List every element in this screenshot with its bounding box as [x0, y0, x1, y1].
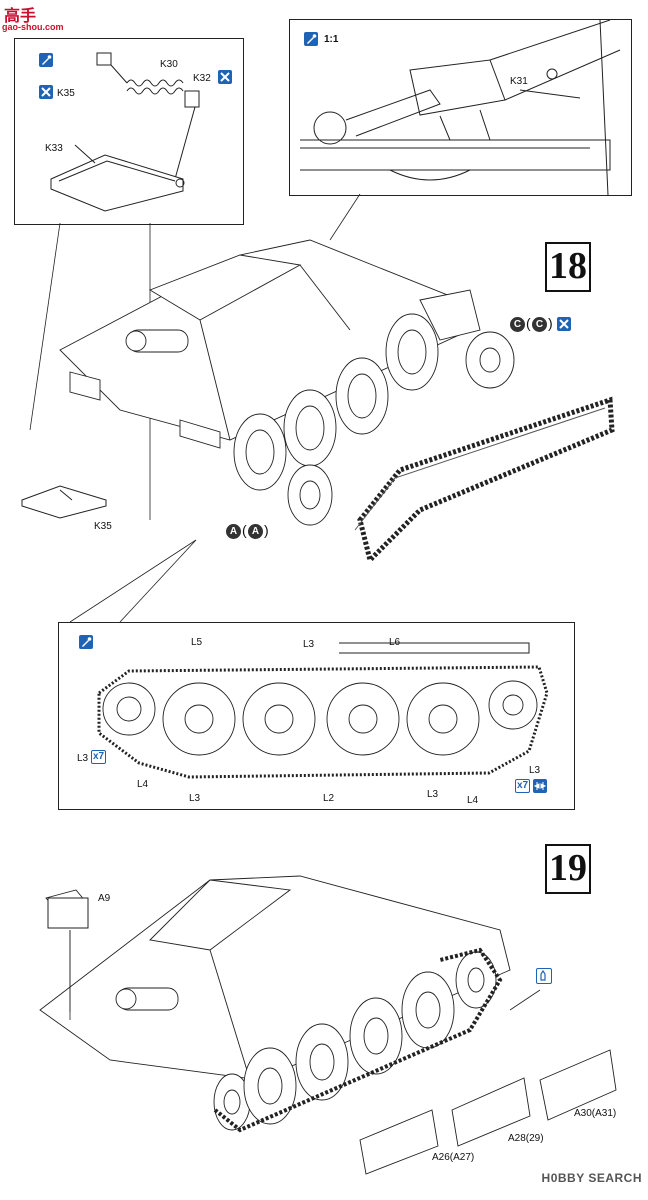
part-label-k33: K35 [57, 88, 75, 99]
wheel-c-marker: C [510, 317, 525, 332]
paren-close: ) [548, 315, 553, 331]
side-skirt-a26 [359, 1109, 439, 1175]
inset-track-assembly: L5 L3 L6 L3 x7 L4 L3 L2 L3 L4 L3 x7 [58, 622, 575, 810]
watermark-brand: H0BBY SEARCH [541, 1171, 642, 1185]
cement-bottle-icon [536, 968, 552, 984]
paren-open: ( [526, 315, 531, 331]
paren-close: ) [264, 522, 269, 538]
paren-open: ( [242, 522, 247, 538]
gun-mount-drawing [300, 20, 621, 195]
flip-side-icon [533, 779, 547, 793]
track-run-drawing [97, 642, 549, 779]
wheel-c-marker-alt: C [532, 317, 547, 332]
step-number-19: 19 [545, 844, 591, 894]
watermark-site: gao-shou.com [2, 22, 64, 32]
vehicle-hull-step19 [39, 875, 617, 1175]
track-label-l3-left: L3 [77, 753, 89, 764]
part-label-k35: K33 [45, 143, 63, 154]
wheel-a-marker-alt: A [248, 524, 263, 539]
track-label-l2: L2 [323, 793, 335, 804]
part-label-k32: K32 [193, 73, 211, 84]
part-label-a30: A30(A31) [574, 1108, 617, 1119]
track-label-l3-top: L3 [303, 639, 315, 650]
track-label-l3-bottom-right: L3 [427, 789, 439, 800]
side-skirt-a30 [539, 1049, 617, 1121]
part-label-a28: A28(29) [508, 1133, 544, 1144]
vehicle-hull-step18 [59, 239, 615, 565]
watermark-logo: 高手 [4, 2, 36, 26]
inset-gun-detail: 1:1 K31 [289, 19, 632, 196]
spring-assembly-drawing [50, 52, 200, 212]
step-number-18: 18 [545, 242, 591, 292]
remove-part-icon [218, 70, 232, 84]
part-label-a26: A26(A27) [432, 1152, 475, 1163]
idler-wheel-c [465, 331, 515, 389]
scale-label: 1:1 [324, 34, 339, 45]
remove-part-icon [39, 85, 53, 99]
inset-spring-parts: K35 K30 K32 K33 [14, 38, 244, 225]
remove-part-icon [557, 317, 571, 331]
track-label-l3-right: L3 [529, 765, 541, 776]
part-label-k30: K30 [160, 59, 178, 70]
sprocket-wheel-a [287, 464, 333, 526]
loose-part-k35-drawing [21, 485, 107, 519]
track-label-l3-bottom-left: L3 [189, 793, 201, 804]
part-label-k35-loose: K35 [94, 521, 112, 532]
track-label-l5: L5 [191, 637, 203, 648]
count-x7-right: x7 [515, 779, 531, 793]
watermark-logo-text: 高手 [4, 8, 37, 25]
glue-icon [39, 53, 53, 67]
count-x7-left: x7 [91, 750, 107, 764]
glue-icon [79, 635, 93, 649]
part-label-k31: K31 [510, 76, 528, 87]
track-label-l4-left: L4 [137, 779, 149, 790]
wheel-a-marker: A [226, 524, 241, 539]
track-label-l4-right: L4 [467, 795, 479, 806]
glue-icon [304, 32, 318, 46]
part-label-a9: A9 [98, 893, 111, 904]
side-skirt-a28 [451, 1077, 531, 1147]
